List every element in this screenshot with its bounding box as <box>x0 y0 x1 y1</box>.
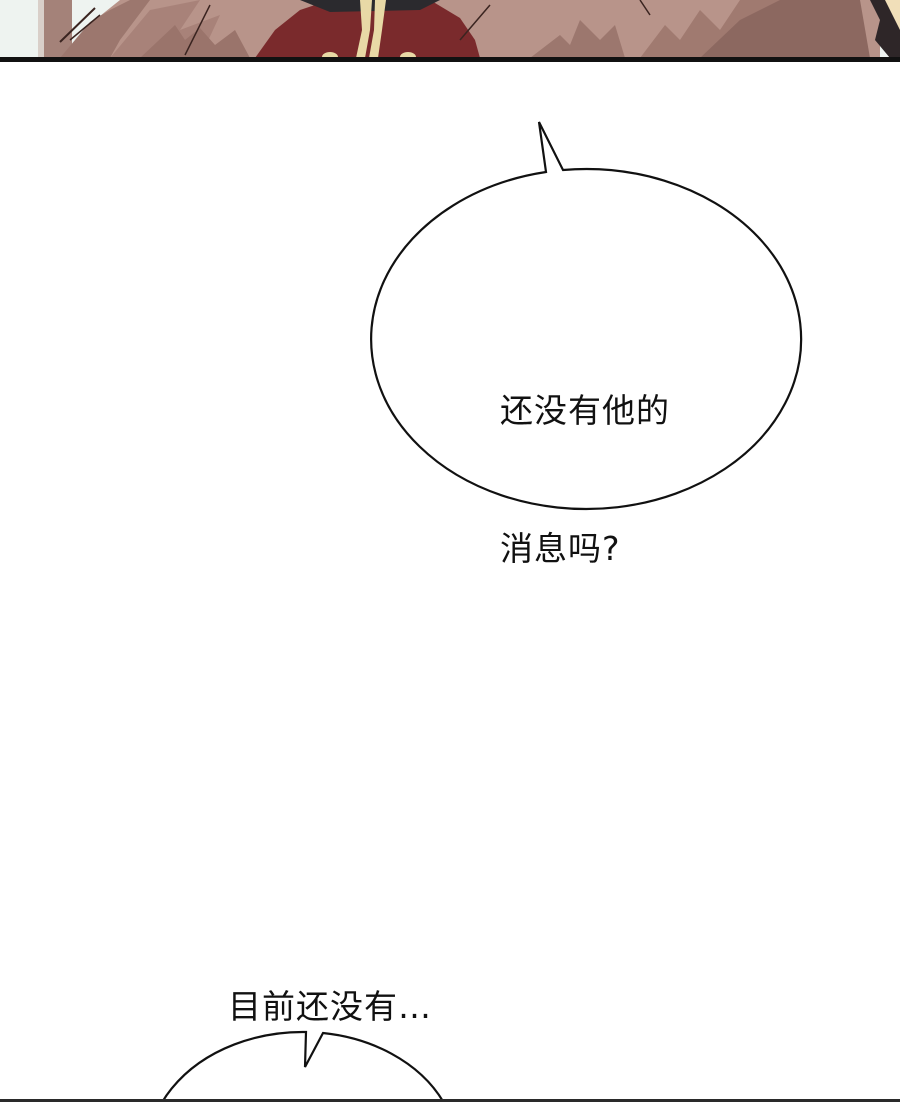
character-art <box>0 0 900 58</box>
bottom-panel-border <box>0 1099 900 1102</box>
speech-bubble-2-text: 目前还没有… <box>228 892 432 1102</box>
dialogue-line: 目前还没有… <box>228 987 432 1026</box>
dialogue-line: 消息吗? <box>500 529 621 568</box>
dialogue-line: 还没有他的 <box>500 391 670 430</box>
top-panel-illustration <box>0 0 900 58</box>
speech-bubble-1-text: 还没有他的 消息吗? <box>500 296 670 664</box>
panel-border <box>0 57 900 62</box>
